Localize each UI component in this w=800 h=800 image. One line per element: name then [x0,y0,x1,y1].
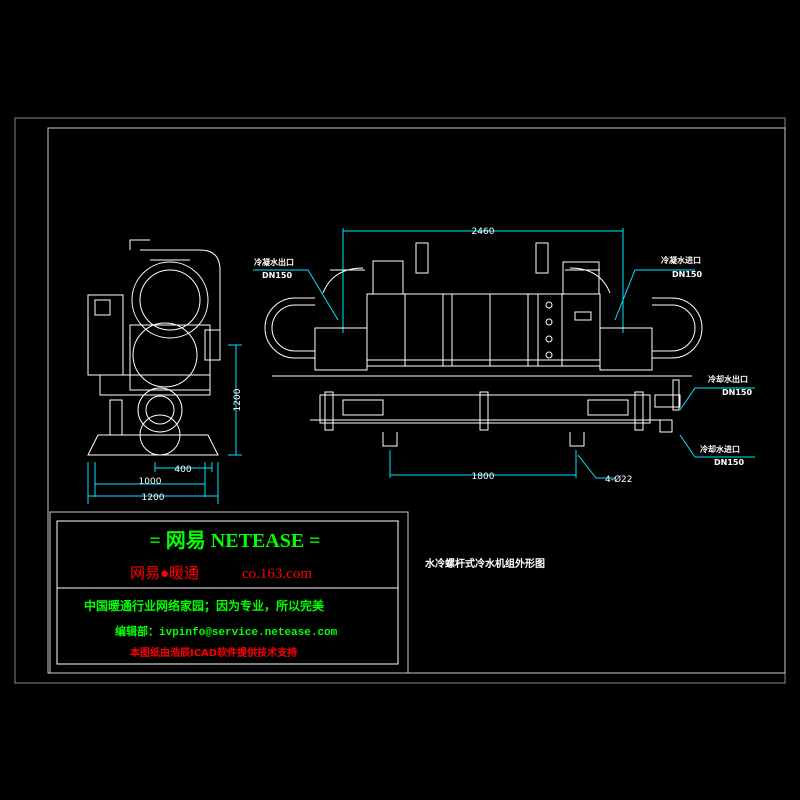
sub-brand: 网易●暖通 [130,565,199,582]
site-link[interactable]: co.163.com [242,566,312,582]
label-condenser-inlet-size: DN150 [672,270,702,279]
label-cooling-inlet-size: DN150 [714,458,744,467]
dim-2460: 2460 [472,227,495,237]
editor-email: 编辑部：ivpinfo@service.netease.com [115,624,338,639]
side-view: 1200 400 1000 1200 [87,239,243,504]
slogan: 中国暖通行业网络家园；因为专业，所以完美 [84,598,325,613]
dim-1000: 1000 [139,477,162,487]
drawing-title: 水冷螺杆式冷水机组外形图 [424,557,545,570]
label-condenser-inlet: 冷凝水进口 [661,255,701,265]
brand-title: = 网易 NETEASE = [149,529,320,552]
title-block: = 网易 NETEASE = 网易●暖通 co.163.com 中国暖通行业网络… [49,511,409,674]
dim-1800: 1800 [472,472,495,482]
label-condenser-outlet-size: DN150 [262,271,292,280]
label-condenser-outlet: 冷凝水出口 [254,257,294,267]
label-cooling-inlet: 冷却水进口 [700,444,740,454]
dim-height-1200: 1200 [233,388,243,411]
anchor-holes-label: 4-Ø22 [605,474,633,485]
dim-1200: 1200 [142,493,165,503]
support-note: 本图纸由浩辰ICAD软件提供技术支持 [130,646,297,659]
label-cooling-outlet: 冷却水出口 [708,374,748,384]
label-cooling-outlet-size: DN150 [722,388,752,397]
drawing-frame [47,127,786,674]
dim-400: 400 [174,465,191,475]
front-view: 2460 1800 4-Ø22 冷凝水出口 DN150 冷凝水进口 DN150 … [253,227,755,485]
